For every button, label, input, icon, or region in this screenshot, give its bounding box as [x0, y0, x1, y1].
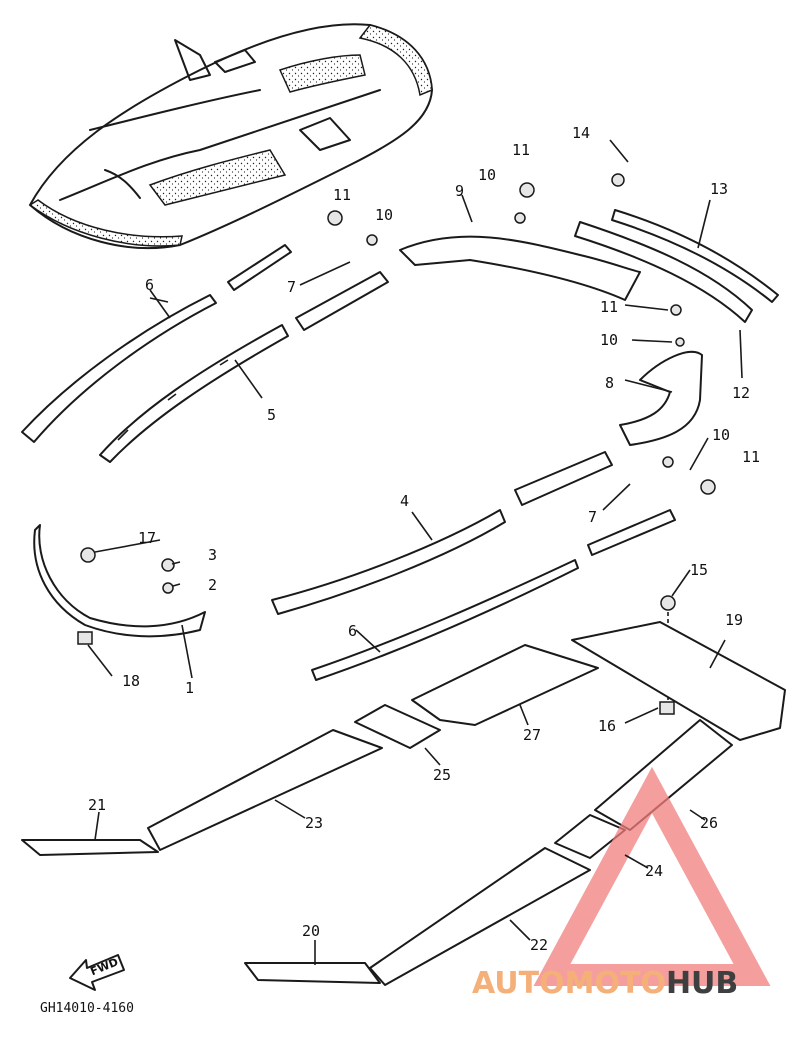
part-8-corner-bracket [619, 350, 703, 446]
forward-direction-arrow-icon: FWD [69, 954, 125, 991]
callout-24: 24 [645, 862, 663, 880]
callout-5: 5 [267, 406, 276, 424]
watermark-logo [533, 766, 771, 986]
callout-8: 8 [605, 374, 614, 392]
callout-6-lower: 6 [348, 622, 357, 640]
part-23-mat [147, 729, 383, 851]
part-20-mat [244, 962, 381, 984]
callout-6-upper: 6 [145, 276, 154, 294]
callout-13: 13 [710, 180, 728, 198]
callout-21: 21 [88, 796, 106, 814]
callout-26: 26 [700, 814, 718, 832]
watermark-text-part1: AUTOMOTO [472, 966, 666, 1001]
callout-11-d: 11 [742, 448, 760, 466]
callout-12: 12 [732, 384, 750, 402]
part-7-small-strip-a [227, 244, 292, 291]
part-21-mat [21, 839, 159, 856]
callout-16: 16 [598, 717, 616, 735]
callout-17: 17 [138, 529, 156, 547]
callout-19: 19 [725, 611, 743, 629]
part-5-upper-guard [99, 324, 289, 463]
part-6-upper-rail [21, 294, 217, 443]
callout-labels: 1 2 3 4 5 6 6 7 7 8 9 10 10 10 10 11 11 … [88, 124, 760, 954]
callout-14: 14 [572, 124, 590, 142]
callout-1: 1 [185, 679, 194, 697]
callout-2: 2 [208, 576, 217, 594]
callout-10-b: 10 [478, 166, 496, 184]
part-25-mat [354, 704, 441, 749]
part-19-rear-mat [571, 621, 786, 741]
callout-9: 9 [455, 182, 464, 200]
part-7-strip-c [514, 451, 613, 506]
callout-22: 22 [530, 936, 548, 954]
callout-7-upper: 7 [287, 278, 296, 296]
leader-lines [87, 139, 743, 965]
callout-10-a: 10 [375, 206, 393, 224]
part-27-mat [411, 644, 599, 726]
watercraft-hull-illustration [28, 23, 433, 249]
part-26-mat [594, 719, 733, 831]
callout-10-c: 10 [600, 331, 618, 349]
part-22-mat [369, 847, 591, 986]
fasteners [77, 173, 716, 715]
part-7-strip-d [587, 509, 676, 556]
callout-18: 18 [122, 672, 140, 690]
callout-20: 20 [302, 922, 320, 940]
callout-3: 3 [208, 546, 217, 564]
part-4-lower-guard [271, 509, 506, 615]
callout-27: 27 [523, 726, 541, 744]
callout-7-lower: 7 [588, 508, 597, 526]
callout-11-a: 11 [333, 186, 351, 204]
part-7-small-strip-b [295, 271, 389, 331]
part-12-rear-rail [574, 221, 753, 323]
part-9-rear-guard [399, 235, 641, 301]
callout-10-d: 10 [712, 426, 730, 444]
watermark-text: AUTOMOTOHUB [472, 966, 738, 1001]
watermark-text-part2: HUB [666, 966, 738, 1001]
part-13-rear-strip [611, 209, 779, 303]
callout-23: 23 [305, 814, 323, 832]
callout-11-b: 11 [512, 141, 530, 159]
callout-4: 4 [400, 492, 409, 510]
callout-15: 15 [690, 561, 708, 579]
part-1-bow-guard [33, 524, 206, 638]
callout-25: 25 [433, 766, 451, 784]
diagram-code: GH14010-4160 [40, 1001, 134, 1016]
callout-11-c: 11 [600, 298, 618, 316]
